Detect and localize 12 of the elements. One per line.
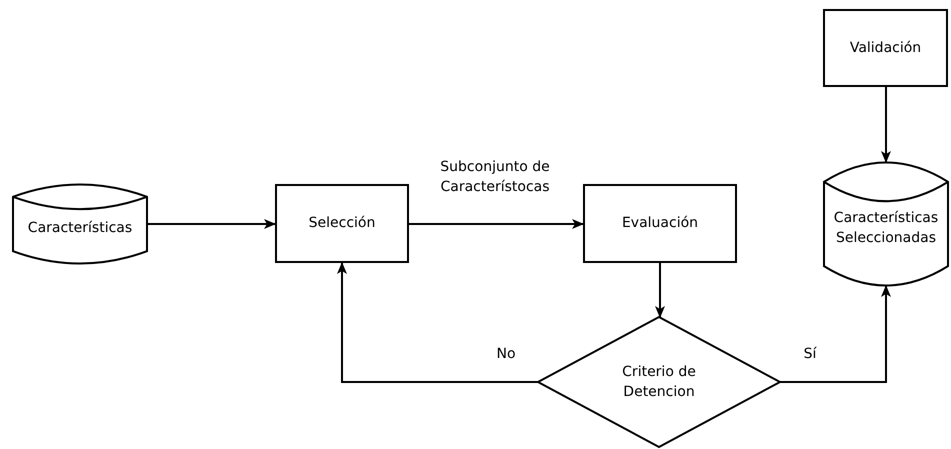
node-label: Selección <box>308 214 376 234</box>
arrow <box>881 87 891 163</box>
arrow <box>148 219 276 229</box>
node-label: Validación <box>850 38 922 58</box>
arrow <box>337 262 538 383</box>
node-label: Características <box>28 218 132 238</box>
node-label: Evaluación <box>622 214 698 234</box>
arrow <box>409 219 584 229</box>
arrow <box>655 263 665 318</box>
node-label: Características Seleccionadas <box>832 208 940 248</box>
arrow <box>780 285 891 383</box>
node-label: Criterio de Detencion <box>621 362 697 402</box>
